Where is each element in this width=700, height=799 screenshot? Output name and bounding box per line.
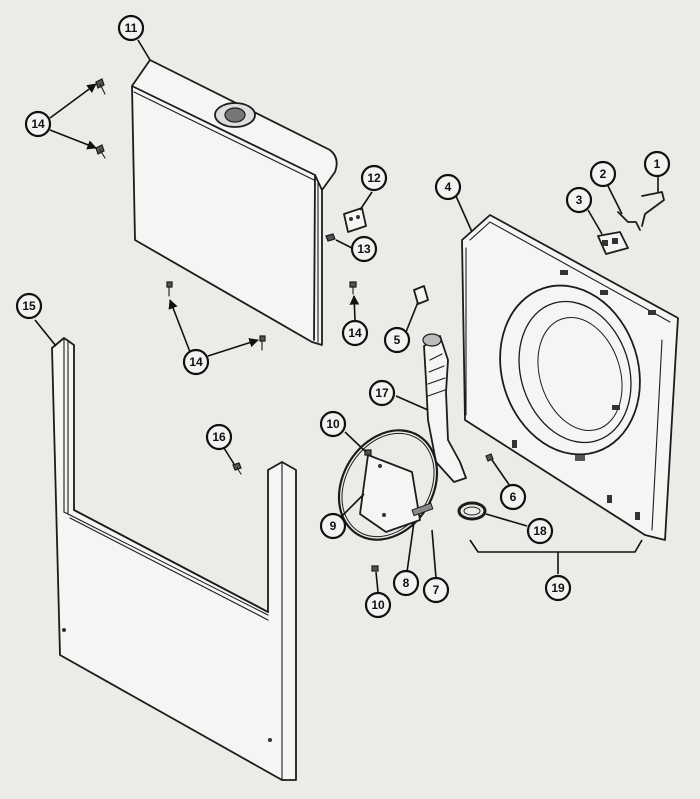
callout-16: 16 — [205, 423, 233, 451]
callout-17: 17 — [368, 379, 396, 407]
screw-part — [364, 449, 372, 456]
screw-part — [349, 281, 357, 295]
callout-3: 3 — [565, 186, 593, 214]
front-panel-part — [51, 337, 297, 781]
callout-7: 7 — [422, 576, 450, 604]
callout-label: 14 — [189, 355, 203, 369]
top-panel-part — [131, 59, 338, 346]
screw-part — [95, 144, 106, 159]
callout-label: 6 — [510, 490, 517, 504]
screw-part — [232, 462, 242, 475]
callout-19: 19 — [544, 574, 572, 602]
callout-label: 11 — [125, 21, 138, 35]
door-switch-part — [597, 231, 629, 255]
callout-15: 15 — [15, 292, 43, 320]
callout-2: 2 — [589, 160, 617, 188]
callout-4: 4 — [434, 173, 462, 201]
screw-part — [95, 78, 106, 95]
callout-14-right: 14 — [341, 319, 369, 347]
callout-14-top-left: 14 — [24, 110, 52, 138]
lint-duct-part — [422, 333, 467, 483]
callout-label: 8 — [403, 576, 410, 590]
filter-plate-part — [359, 454, 434, 533]
seal-ring-part — [457, 501, 487, 521]
screw-part — [259, 335, 266, 351]
screw-part — [166, 281, 173, 297]
callout-label: 10 — [326, 417, 340, 431]
callout-label: 1 — [654, 157, 661, 171]
lever-part — [617, 211, 641, 231]
callout-label: 10 — [371, 598, 385, 612]
callout-label: 9 — [330, 519, 337, 533]
callout-9: 9 — [319, 512, 347, 540]
callout-13: 13 — [350, 235, 378, 263]
callout-label: 17 — [375, 386, 389, 400]
callout-12: 12 — [360, 164, 388, 192]
screw-part — [371, 565, 379, 572]
callout-14-middle: 14 — [182, 348, 210, 376]
callout-label: 5 — [394, 333, 401, 347]
callout-10-bottom: 10 — [364, 591, 392, 619]
callout-10-top: 10 — [319, 410, 347, 438]
callout-label: 13 — [357, 242, 371, 256]
hinge-bracket-part — [343, 207, 367, 233]
front-bulkhead-part — [461, 214, 679, 541]
callout-6: 6 — [499, 483, 527, 511]
callout-label: 18 — [533, 524, 547, 538]
callout-5: 5 — [383, 326, 411, 354]
bracket-part — [413, 285, 429, 305]
callout-label: 16 — [212, 430, 226, 444]
leader-lines — [34, 39, 659, 593]
callout-label: 14 — [31, 117, 45, 131]
callout-label: 7 — [433, 583, 440, 597]
callout-label: 14 — [348, 326, 362, 340]
clip-part — [325, 233, 336, 242]
callout-18: 18 — [526, 517, 554, 545]
callout-8: 8 — [392, 569, 420, 597]
callout-label: 12 — [367, 171, 381, 185]
callout-label: 15 — [22, 299, 36, 313]
callout-label: 2 — [600, 167, 607, 181]
callout-label: 4 — [445, 180, 452, 194]
clip-part — [485, 453, 494, 462]
callout-11: 11 — [117, 14, 145, 42]
wire-hook-part — [641, 191, 665, 227]
callout-label: 19 — [551, 581, 565, 595]
callout-1: 1 — [643, 150, 671, 178]
callout-label: 3 — [576, 193, 583, 207]
